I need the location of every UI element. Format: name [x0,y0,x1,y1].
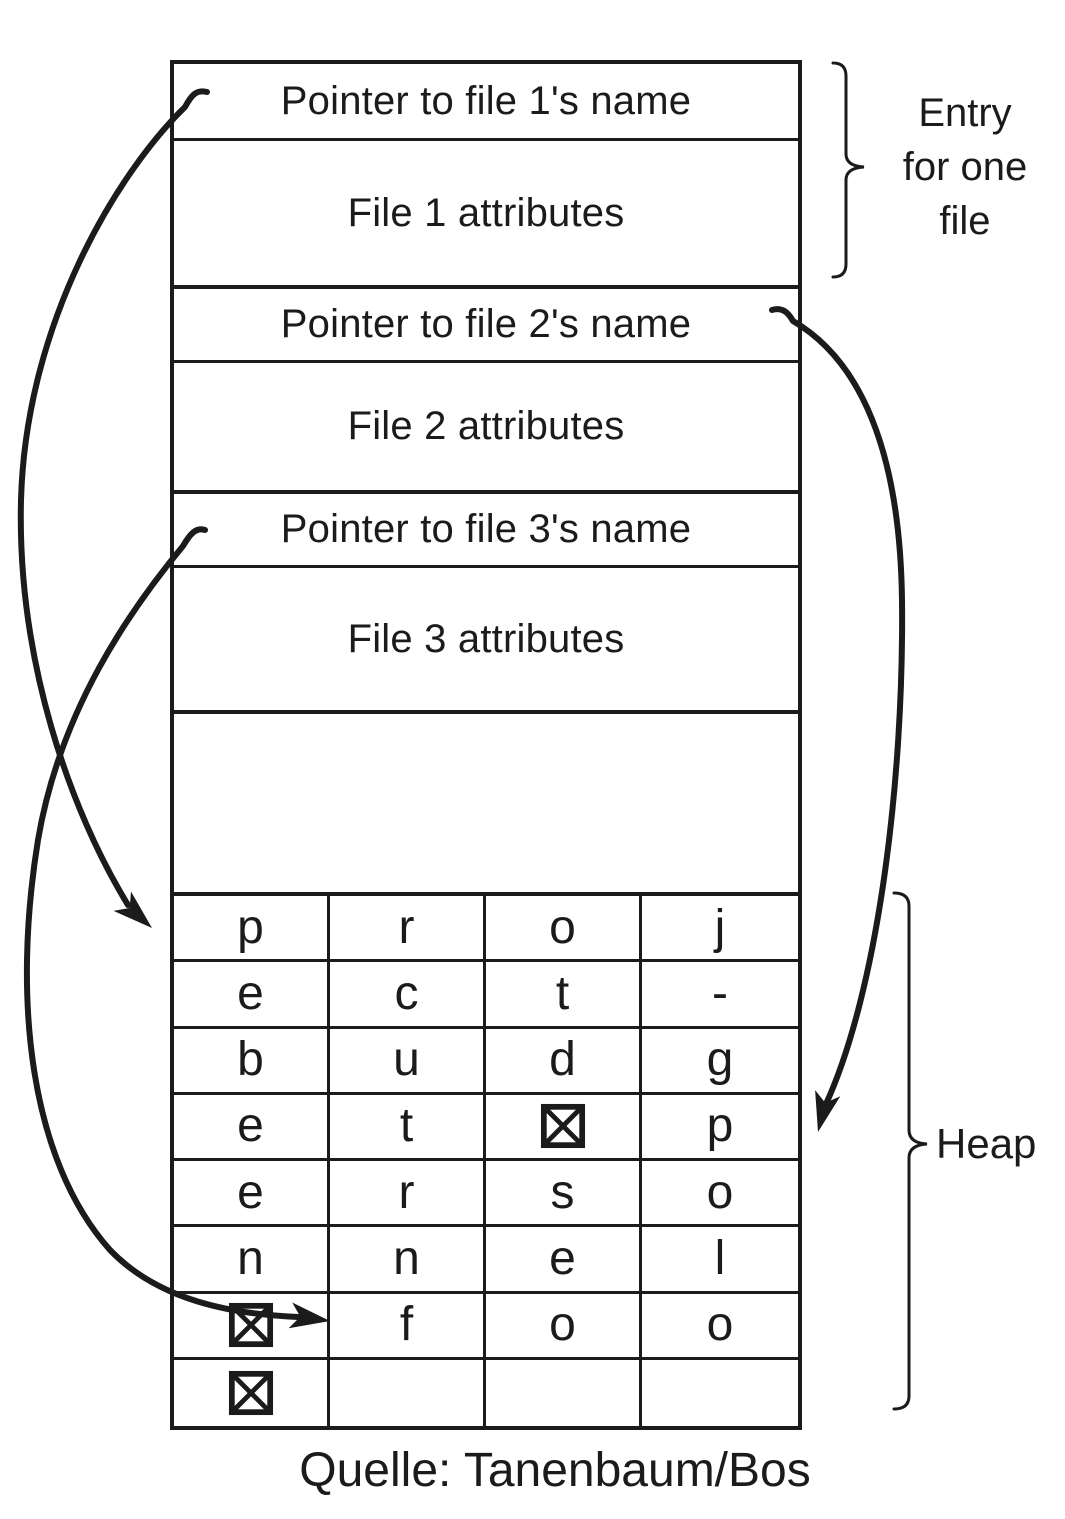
pointer2-arrowhead-icon [815,1090,841,1132]
file3-attributes-cell: File 3 attributes [174,568,798,714]
pointer-to-file2-label: Pointer to file 2's name [280,302,692,346]
end-of-name-box-icon [540,1104,585,1149]
heap-cell: f [330,1293,486,1360]
source-caption: Quelle: Tanenbaum/Bos [299,1444,811,1497]
heap-cell: o [486,896,642,963]
heap-cell [486,1359,642,1426]
heap-cell [486,1094,642,1161]
heap-cell [330,1359,486,1426]
heap-cell: u [330,1028,486,1095]
heap-cell: s [486,1161,642,1228]
heap-cell: b [174,1028,330,1095]
heap-cell [174,1293,330,1360]
heap-brace [892,891,928,1411]
heap-cell: o [642,1161,798,1228]
end-of-name-box-icon [228,1370,273,1415]
pointer-to-file3-label: Pointer to file 3's name [280,507,692,551]
heap-cell: g [642,1029,798,1095]
end-of-name-box-icon [228,1303,273,1348]
heap-cell: r [330,896,486,963]
pointer-to-file2-cell: Pointer to file 2's name [174,289,798,363]
entry-for-one-file-label: Entry for one file [872,86,1058,248]
entry-label-line2: for one [902,145,1028,189]
heap-cell [642,1360,798,1426]
directory-table: Pointer to file 1's name File 1 attribut… [170,60,802,1430]
pointer-to-file1-label: Pointer to file 1's name [280,78,692,123]
heap-cell: - [642,962,798,1029]
heap-label: Heap [936,1120,1037,1167]
heap-cell: c [330,962,486,1029]
heap-cell: e [174,1094,330,1161]
heap-cell: e [174,1161,330,1228]
heap-cell: e [486,1227,642,1294]
file3-attributes-label: File 3 attributes [347,616,625,661]
unused-entry-space [174,714,798,892]
heap-cell: t [486,962,642,1029]
heap-cell: t [330,1094,486,1161]
heap-cell: o [486,1293,642,1360]
heap-cell: o [642,1294,798,1360]
heap-grid: p r o j e c t - b u d g e t p e r s o n … [174,892,798,1426]
heap-cell: d [486,1028,642,1095]
heap-cell: n [174,1227,330,1294]
pointer1-arrowhead-icon [113,891,152,928]
file2-attributes-label: File 2 attributes [347,404,625,448]
pointer-to-file3-cell: Pointer to file 3's name [174,494,798,568]
heap-cell: j [642,896,798,963]
heap-cell: e [174,962,330,1029]
file1-attributes-cell: File 1 attributes [174,141,798,289]
heap-cell [174,1359,330,1426]
file1-attributes-label: File 1 attributes [347,190,625,235]
entry-label-line1: Entry [918,91,1012,135]
heap-cell: n [330,1227,486,1294]
pointer-to-file1-cell: Pointer to file 1's name [174,64,798,141]
heap-cell: r [330,1161,486,1228]
heap-cell: p [642,1095,798,1161]
entry-brace [831,61,865,279]
heap-cell: l [642,1227,798,1294]
file2-attributes-cell: File 2 attributes [174,363,798,494]
heap-cell: p [174,896,330,963]
entry-label-line3: file [939,199,991,243]
